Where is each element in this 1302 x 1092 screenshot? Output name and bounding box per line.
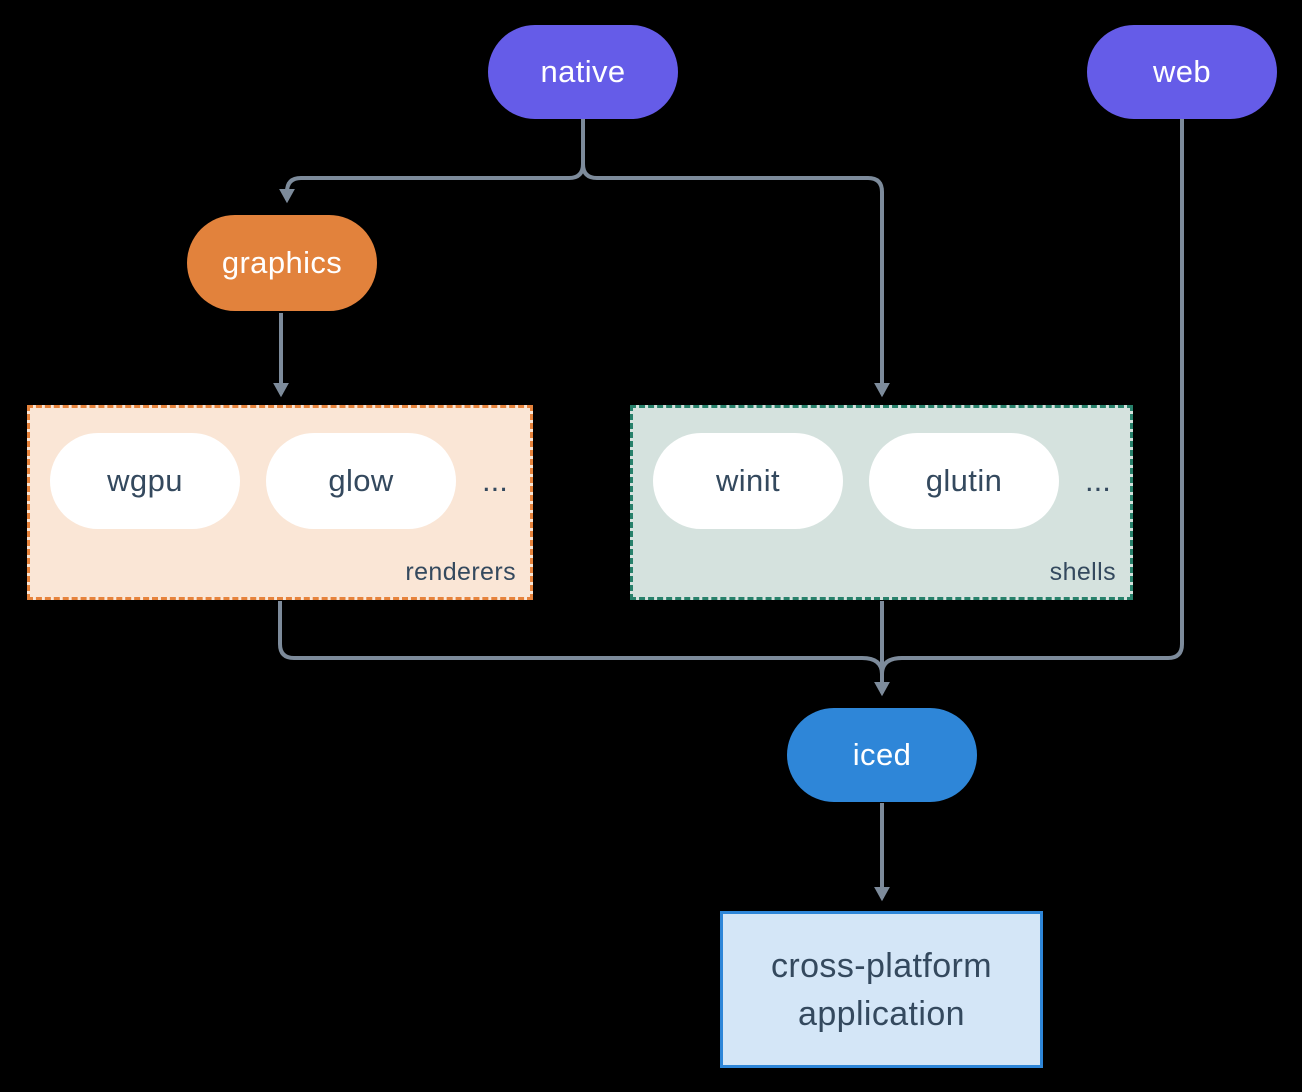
node-cross-platform-application: cross-platform application: [720, 911, 1043, 1068]
node-winit-label: winit: [715, 463, 780, 498]
shells-group-label: shells: [1049, 558, 1116, 586]
node-wgpu-label: wgpu: [107, 463, 183, 498]
edge-renderers-to-merge: [278, 601, 884, 675]
node-native-label: native: [540, 54, 626, 89]
node-glutin-label: glutin: [925, 463, 1003, 498]
node-web: web: [1087, 25, 1277, 119]
renderers-group-label: renderers: [405, 558, 516, 586]
node-glutin: glutin: [869, 433, 1059, 529]
node-native: native: [488, 25, 678, 119]
shells-chips-row: winit glutin ...: [653, 433, 1111, 529]
node-iced-label: iced: [852, 737, 912, 772]
edge-native-to-graphics: [279, 119, 585, 204]
application-label-line1: cross-platform: [771, 946, 992, 985]
node-glow: glow: [266, 433, 456, 529]
renderers-ellipsis: ...: [482, 463, 508, 498]
node-glow-label: glow: [328, 463, 394, 498]
node-graphics: graphics: [187, 215, 377, 311]
group-renderers: wgpu glow ... renderers: [27, 405, 533, 600]
edge-web-to-merge: [880, 119, 1184, 675]
renderers-chips-row: wgpu glow ...: [50, 433, 508, 529]
node-wgpu: wgpu: [50, 433, 240, 529]
edge-native-to-shells: [581, 119, 890, 398]
node-graphics-label: graphics: [221, 245, 343, 280]
node-web-label: web: [1152, 54, 1212, 89]
application-label-line2: application: [798, 994, 965, 1033]
node-iced: iced: [787, 708, 977, 802]
node-winit: winit: [653, 433, 843, 529]
shells-ellipsis: ...: [1085, 463, 1111, 498]
group-shells: winit glutin ... shells: [630, 405, 1133, 600]
